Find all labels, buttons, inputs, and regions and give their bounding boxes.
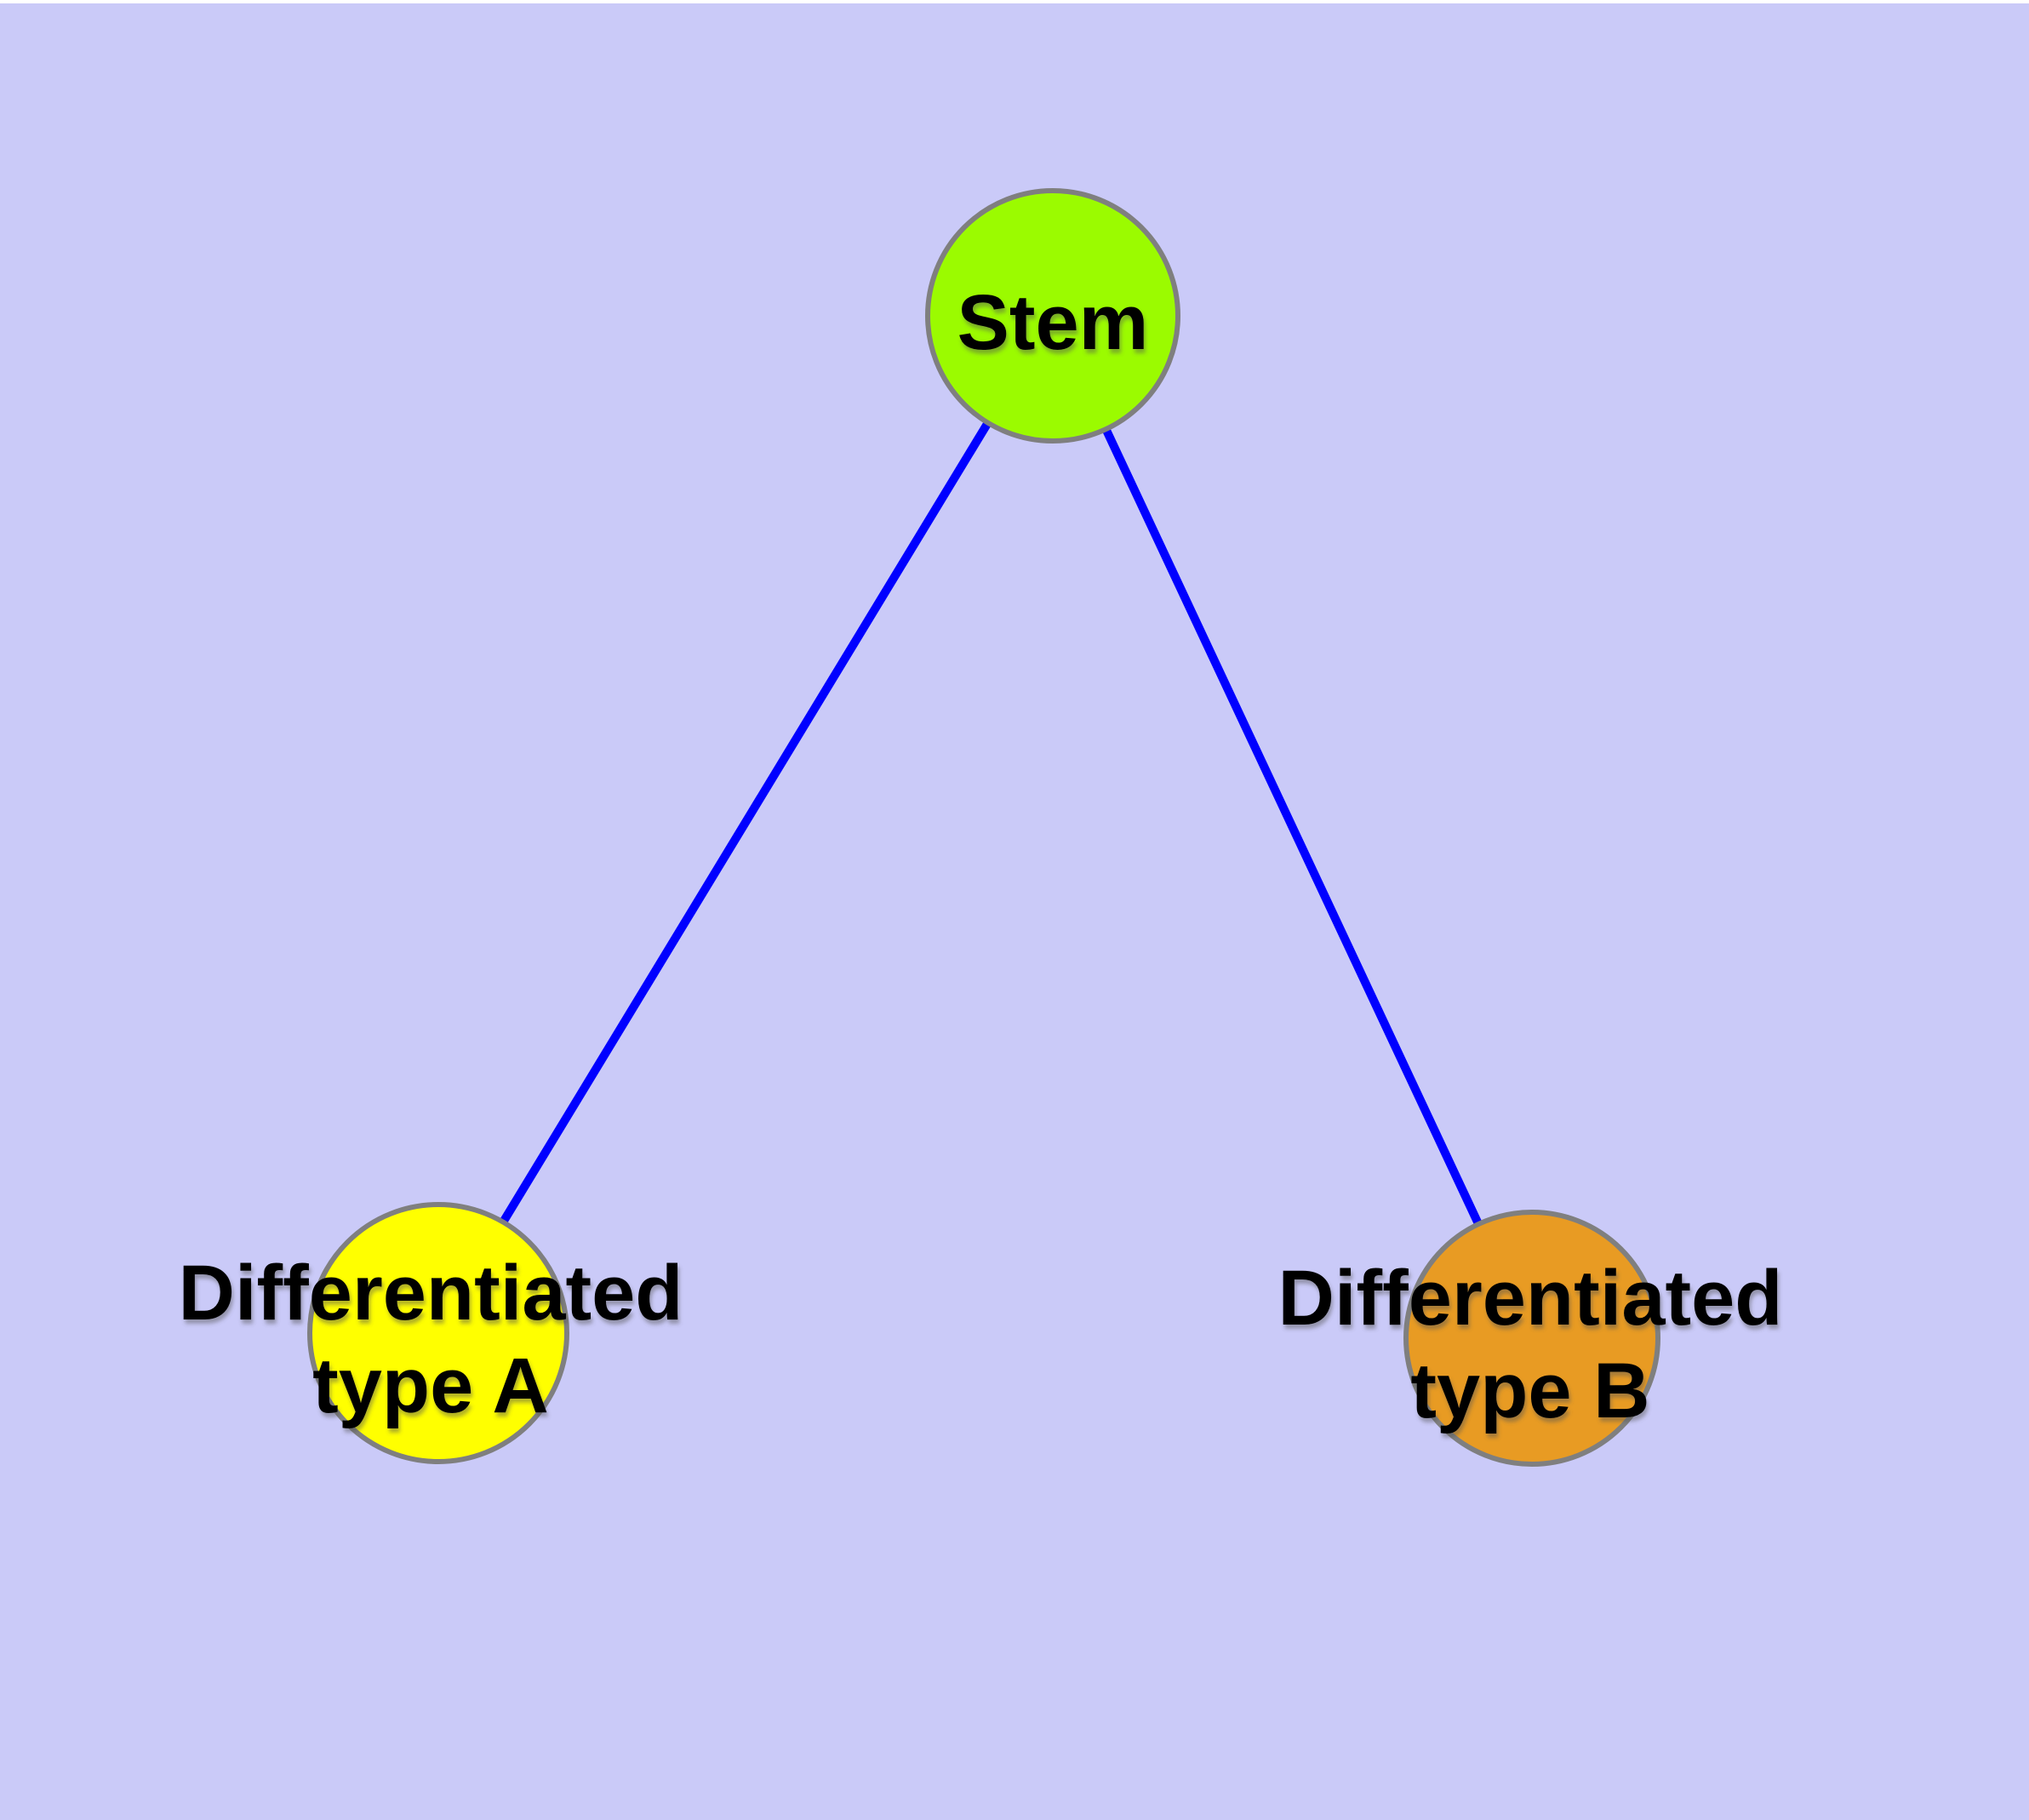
- node-type-b-circle: [1403, 1210, 1660, 1467]
- edge-stem-to-type-a: [432, 312, 1057, 1337]
- node-stem-label: Stem: [957, 279, 1149, 366]
- top-edge-strip: [0, 0, 2029, 3]
- node-type-a-label-line1: Differentiated: [179, 1250, 683, 1336]
- node-stem-circle: [925, 188, 1180, 444]
- edge-stem-to-type-b: [1049, 312, 1536, 1342]
- node-type-b-label-line2: type B: [1410, 1348, 1649, 1434]
- node-type-b-label-line1: Differentiated: [1278, 1255, 1783, 1342]
- node-labels-layer: Stem Differentiated type A Differentiate…: [179, 279, 1783, 1434]
- node-type-a-circle: [307, 1202, 569, 1464]
- node-type-a-label-line2: type A: [312, 1342, 549, 1429]
